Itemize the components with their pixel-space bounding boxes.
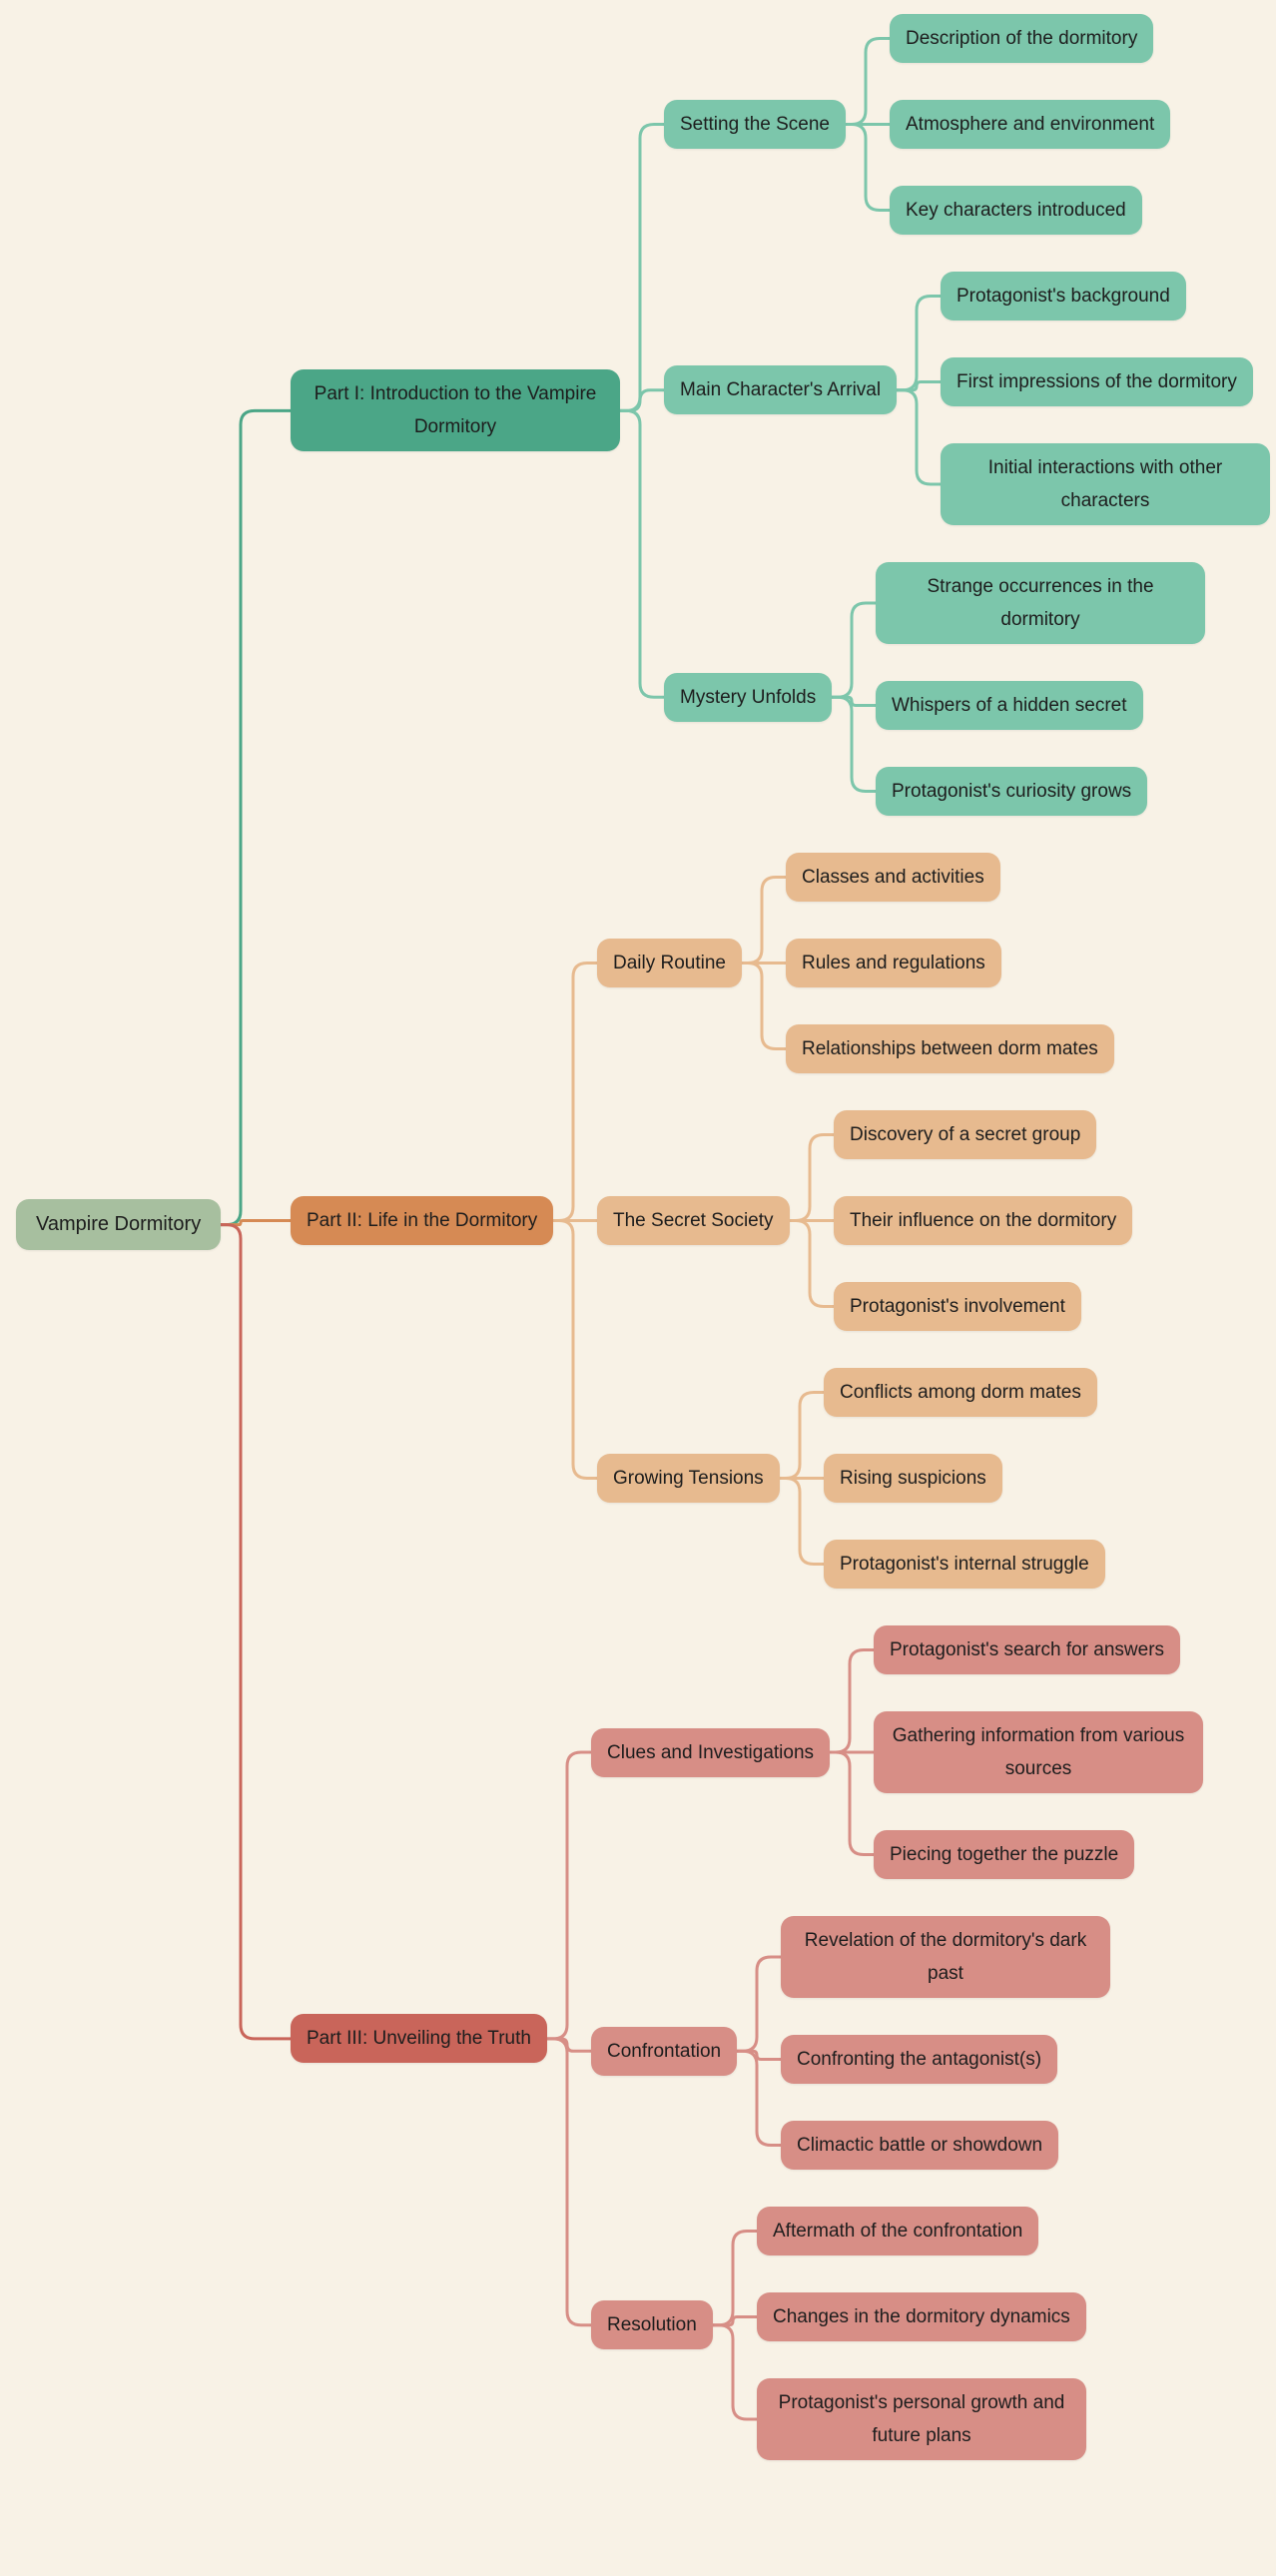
mindmap-node-the-secret-society[interactable]: The Secret Society [597,1196,790,1245]
connector-link [219,1219,293,1227]
mindmap-node-revelation-of-the-dormitory-s-dark-past[interactable]: Revelation of the dormitory's dark past [781,1916,1110,1998]
connector-link [830,695,878,707]
connector-link [711,2315,759,2327]
mindmap-node-discovery-of-a-secret-group[interactable]: Discovery of a secret group [834,1110,1097,1159]
mindmap-node-rules-and-regulations[interactable]: Rules and regulations [786,939,1001,987]
connector-link [788,1219,836,1308]
mindmap-node-protagonist-s-personal-growth-and-future-plans[interactable]: Protagonist's personal growth and future… [757,2378,1086,2460]
mindmap-node-protagonist-s-internal-struggle[interactable]: Protagonist's internal struggle [824,1540,1105,1589]
mindmap-node-part-i-introduction-to-the-vampire-dormitory[interactable]: Part I: Introduction to the Vampire Dorm… [291,369,620,452]
connector-link [778,1477,826,1566]
connector-link [778,1391,826,1480]
mindmap-node-their-influence-on-the-dormitory[interactable]: Their influence on the dormitory [834,1196,1133,1245]
mindmap-node-relationships-between-dorm-mates[interactable]: Relationships between dorm mates [786,1024,1114,1073]
connector-link [895,388,943,486]
mindmap-node-mystery-unfolds[interactable]: Mystery Unfolds [664,672,833,722]
mindmap-node-whispers-of-a-hidden-secret[interactable]: Whispers of a hidden secret [876,681,1143,730]
mindmap-node-vampire-dormitory[interactable]: Vampire Dormitory [16,1199,222,1251]
connector-link [735,2049,783,2061]
mindmap-node-piecing-together-the-puzzle[interactable]: Piecing together the puzzle [874,1830,1135,1879]
connector-link [618,388,666,412]
mindmap-node-gathering-information-from-various-sources[interactable]: Gathering information from various sourc… [874,1711,1203,1793]
mindmap-node-part-iii-unveiling-the-truth[interactable]: Part III: Unveiling the Truth [291,2014,547,2064]
connector-link [551,962,599,1222]
connector-link [545,1750,593,2041]
mindmap-node-atmosphere-and-environment[interactable]: Atmosphere and environment [890,100,1171,149]
connector-link [830,601,878,699]
mindmap-node-confrontation[interactable]: Confrontation [591,2026,738,2076]
connector-link [844,37,892,126]
mindmap-node-part-ii-life-in-the-dormitory[interactable]: Part II: Life in the Dormitory [291,1196,554,1245]
mindmap-node-climactic-battle-or-showdown[interactable]: Climactic battle or showdown [781,2121,1059,2170]
connector-link [618,408,666,699]
mindmap-node-classes-and-activities[interactable]: Classes and activities [786,853,1000,902]
connector-link [740,876,788,965]
mindmap-node-first-impressions-of-the-dormitory[interactable]: First impressions of the dormitory [941,357,1253,406]
mindmap-node-daily-routine[interactable]: Daily Routine [597,939,742,987]
connector-link [711,2323,759,2421]
mindmap-node-aftermath-of-the-confrontation[interactable]: Aftermath of the confrontation [757,2207,1039,2255]
connector-link [895,380,943,392]
mindmap-node-description-of-the-dormitory[interactable]: Description of the dormitory [890,14,1154,63]
mindmap-node-conflicts-among-dorm-mates[interactable]: Conflicts among dorm mates [824,1368,1097,1417]
mindmap-node-setting-the-scene[interactable]: Setting the Scene [664,100,846,149]
mindmap-node-initial-interactions-with-other-characters[interactable]: Initial interactions with other characte… [941,443,1270,525]
mindmap-node-changes-in-the-dormitory-dynamics[interactable]: Changes in the dormitory dynamics [757,2292,1086,2341]
connector-link [735,2049,783,2147]
connector-link [618,123,666,412]
mindmap-node-main-character-s-arrival[interactable]: Main Character's Arrival [664,365,898,415]
connector-link [711,2230,759,2327]
connector-link [895,295,943,392]
mindmap-node-clues-and-investigations[interactable]: Clues and Investigations [591,1727,831,1777]
mindmap-node-rising-suspicions[interactable]: Rising suspicions [824,1454,1002,1503]
mindmap-node-protagonist-s-background[interactable]: Protagonist's background [941,272,1186,321]
connector-link [219,408,293,1227]
connector-link [740,962,788,1050]
connector-link [545,2037,593,2053]
connector-link [830,695,878,793]
connector-link [551,1219,599,1480]
mindmap-node-protagonist-s-search-for-answers[interactable]: Protagonist's search for answers [874,1625,1181,1674]
mindmap-node-confronting-the-antagonist-s[interactable]: Confronting the antagonist(s) [781,2035,1058,2084]
mindmap-node-strange-occurrences-in-the-dormitory[interactable]: Strange occurrences in the dormitory [876,562,1205,644]
connector-link [735,1955,783,2053]
connector-link [788,1133,836,1222]
connector-link [828,1648,876,1754]
mindmap-node-protagonist-s-involvement[interactable]: Protagonist's involvement [834,1282,1081,1331]
connector-link [219,1223,293,2041]
connector-link [545,2037,593,2327]
mindmap-node-growing-tensions[interactable]: Growing Tensions [597,1454,780,1503]
connector-link [828,1750,876,1856]
mindmap-node-key-characters-introduced[interactable]: Key characters introduced [890,186,1142,235]
mindmap-node-protagonist-s-curiosity-grows[interactable]: Protagonist's curiosity grows [876,767,1148,816]
mindmap-node-resolution[interactable]: Resolution [591,2300,713,2350]
connector-link [844,123,892,212]
